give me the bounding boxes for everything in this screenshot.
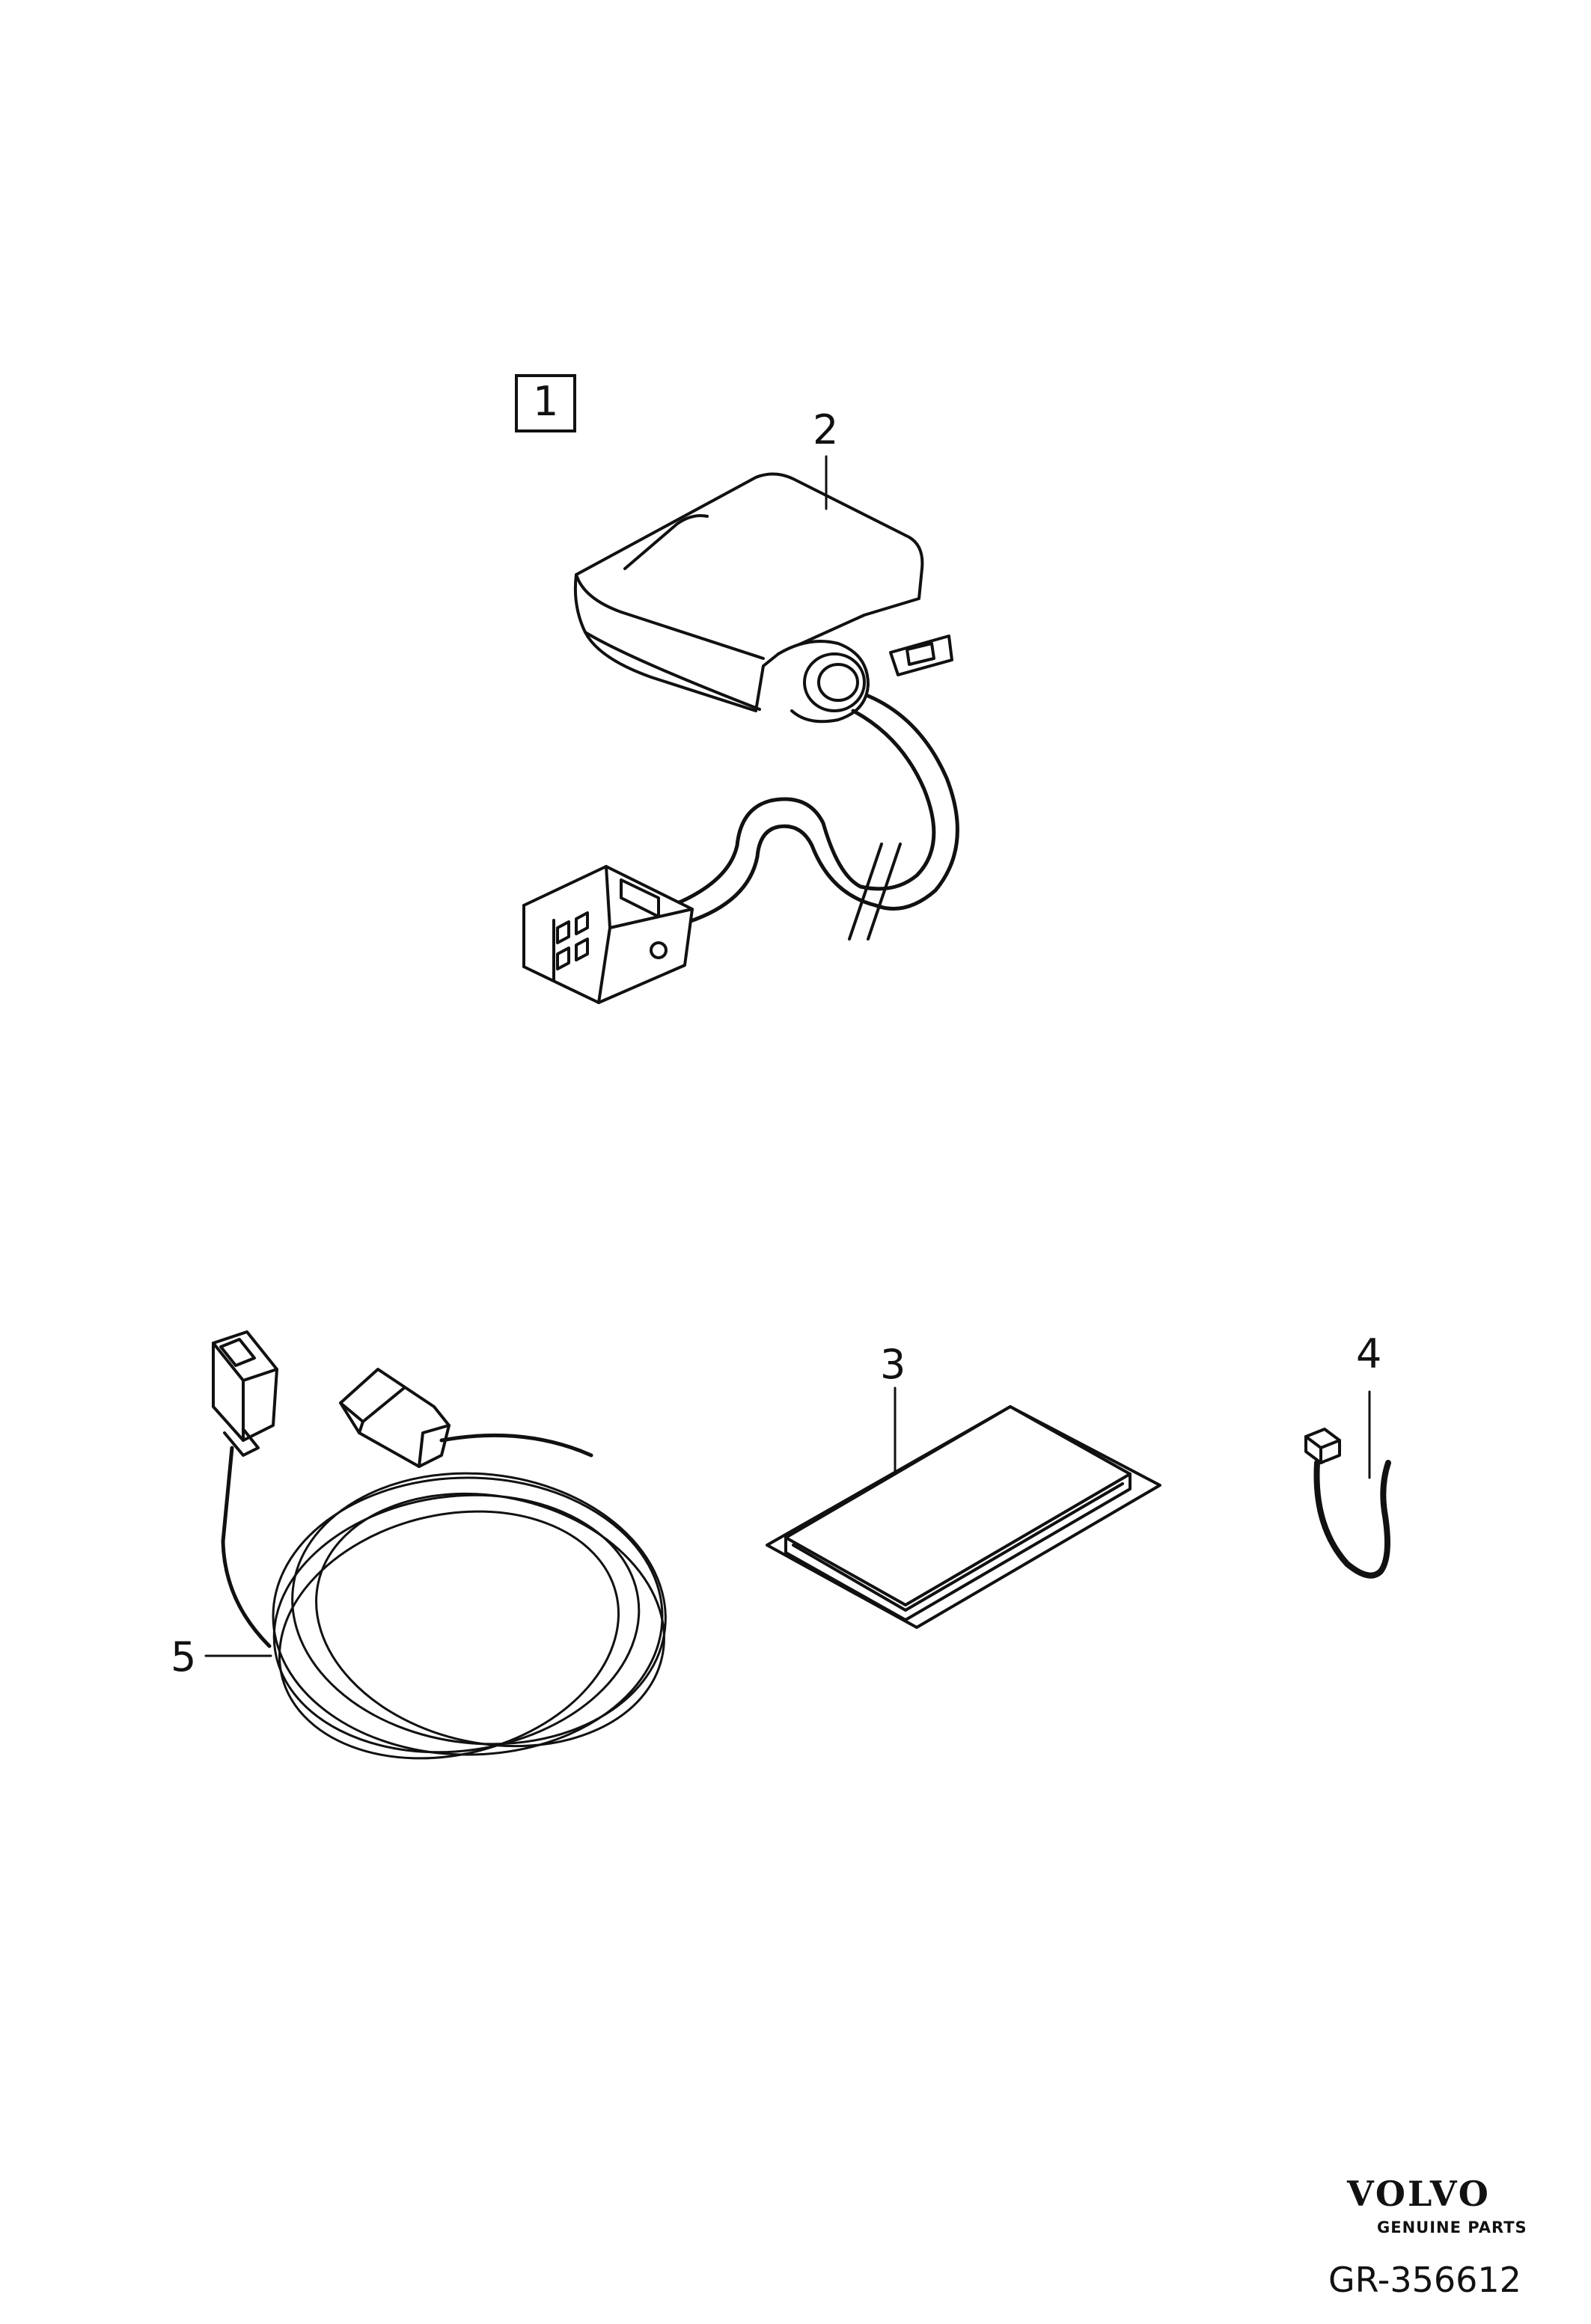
volvo-logo-subtitle: GENUINE PARTS [1377,2218,1527,2236]
volvo-logo-text: VOLVO [1347,2174,1491,2214]
drawing-reference: GR-356612 [1328,2260,1521,2300]
callout-tie: 4 [1356,1330,1382,1377]
callout-kit: 1 [515,374,577,432]
cable-tie [1304,1390,1391,1579]
callout-pad: 3 [880,1341,906,1388]
callout-module: 2 [813,406,839,453]
callout-cable: 5 [171,1633,197,1681]
cable-harness [204,1330,667,1760]
adhesive-pad [766,1386,1161,1629]
control-module [522,472,959,1004]
